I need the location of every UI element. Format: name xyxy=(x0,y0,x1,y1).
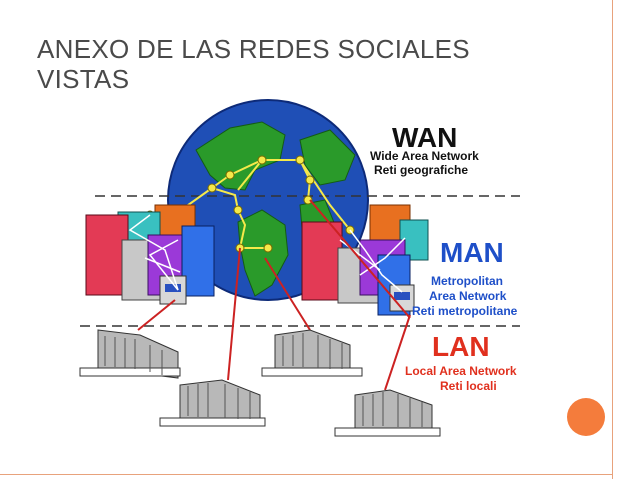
wan-title: WAN xyxy=(392,122,457,153)
orange-circle-decoration xyxy=(567,398,605,436)
bottom-accent-rule xyxy=(0,474,613,475)
lan-line-1: Local Area Network xyxy=(405,364,517,378)
right-accent-rule xyxy=(612,0,613,479)
man-line-2: Area Network xyxy=(429,289,507,303)
slide-title-line-1: ANEXO DE LAS REDES SOCIALES xyxy=(37,34,470,64)
top-border xyxy=(0,0,638,9)
man-line-3: Reti metropolitane xyxy=(412,304,518,318)
lan-building-4 xyxy=(334,389,441,437)
lan-links xyxy=(137,199,411,391)
slide-title: ANEXO DE LAS REDES SOCIALES VISTAS xyxy=(37,34,577,94)
wan-line-2: Reti geografiche xyxy=(374,163,468,177)
lan-building-1 xyxy=(79,329,181,379)
left-cluster-links xyxy=(128,214,181,291)
man-title: MAN xyxy=(440,237,504,268)
man-line-1: Metropolitan xyxy=(431,274,503,288)
wan-line-1: Wide Area Network xyxy=(370,149,479,163)
lan-title: LAN xyxy=(432,331,490,362)
wan-label: WAN Wide Area Network Reti geografiche xyxy=(370,122,479,177)
lan-label: LAN Local Area Network Reti locali xyxy=(405,331,517,393)
lan-building-2 xyxy=(261,329,363,377)
lan-building-3 xyxy=(159,379,266,427)
lan-line-2: Reti locali xyxy=(440,379,497,393)
man-label: MAN Metropolitan Area Network Reti metro… xyxy=(412,237,518,318)
slide-title-line-2: VISTAS xyxy=(37,64,130,94)
